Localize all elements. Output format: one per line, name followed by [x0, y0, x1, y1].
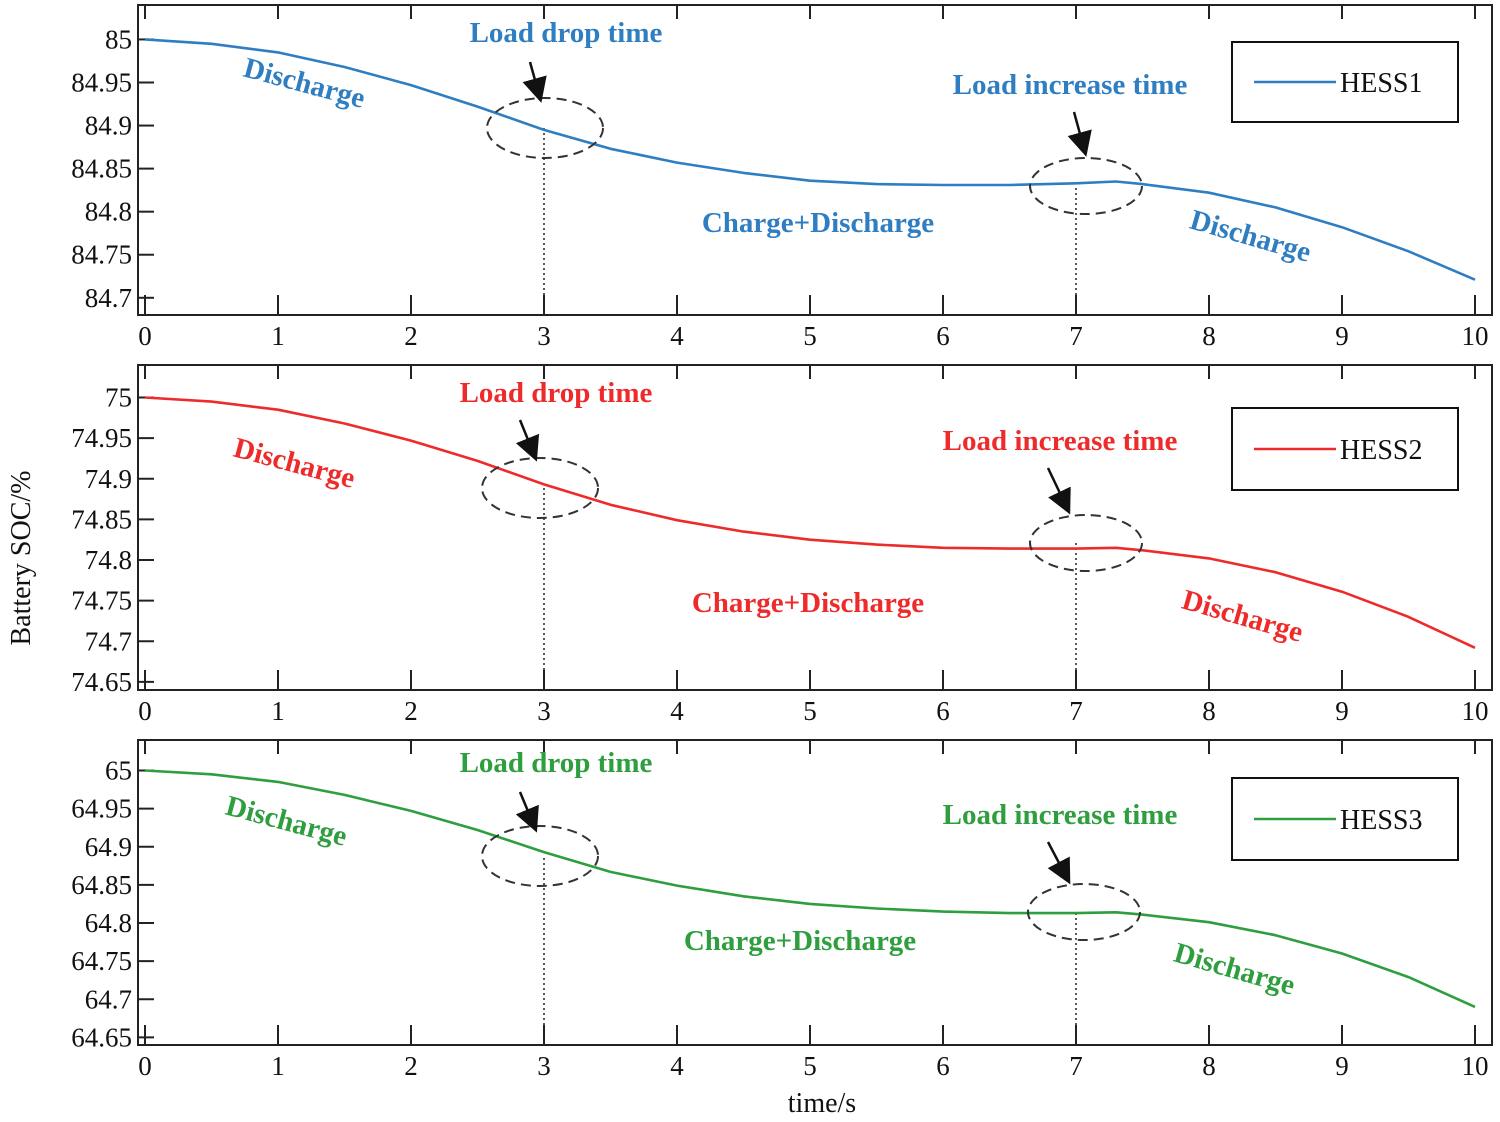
load-increase-label: Load increase time	[943, 425, 1178, 457]
x-tick-label: 4	[670, 1051, 684, 1081]
x-tick-label: 0	[138, 696, 152, 726]
y-tick-label: 74.75	[71, 586, 132, 616]
discharge-label-right: Discharge	[1178, 584, 1306, 649]
x-tick-label: 2	[404, 321, 418, 351]
x-tick-label: 0	[138, 321, 152, 351]
load-drop-arrow	[515, 419, 540, 462]
load-increase-ellipse	[1029, 514, 1143, 572]
panel-hess2: 0 1 2 3 4 5 6 7 8 9 10 75 74.95 74.9 74.85 74.8 74.75 74.…	[71, 364, 1493, 726]
load-increase-arrow	[1067, 111, 1092, 157]
x-tick-label: 5	[803, 1051, 817, 1081]
load-increase-ellipse	[1029, 157, 1143, 215]
y-tick-label: 84.95	[71, 68, 132, 98]
x-tick-label: 8	[1202, 1051, 1216, 1081]
y-tick-label: 64.9	[85, 832, 132, 862]
x-tick-label: 3	[537, 696, 551, 726]
series-line-hess2	[144, 396, 1476, 649]
y-tick-label: 74.95	[71, 423, 132, 453]
x-tick-label: 4	[670, 321, 684, 351]
load-drop-ellipse	[481, 457, 599, 519]
y-tick-label: 84.75	[71, 240, 132, 270]
panel-hess1: 0 1 2 3 4 5 6 7 8 9 10 85 84.95 84.9 84.85 84.8 84.75 84.…	[71, 4, 1493, 351]
discharge-label-left: Discharge	[222, 790, 350, 853]
load-drop-arrow	[515, 791, 539, 833]
load-drop-ellipse	[481, 825, 599, 887]
y-tick-label: 64.7	[85, 984, 132, 1014]
y-tick-label: 64.65	[71, 1022, 132, 1052]
x-tick-label: 7	[1069, 1051, 1083, 1081]
x-tick-label: 1	[271, 1051, 285, 1081]
x-tick-label: 6	[936, 1051, 950, 1081]
legend-label: HESS2	[1340, 435, 1422, 466]
load-drop-label: Load drop time	[460, 377, 653, 409]
y-tick-label: 74.65	[71, 667, 132, 697]
load-drop-label: Load drop time	[470, 17, 663, 49]
x-tick-label: 6	[936, 696, 950, 726]
charge-discharge-label: Charge+Discharge	[684, 925, 916, 957]
discharge-label-left: Discharge	[240, 52, 368, 115]
x-tick-label: 7	[1069, 321, 1083, 351]
discharge-label-right: Discharge	[1170, 937, 1298, 1002]
x-tick-label: 2	[404, 1051, 418, 1081]
load-increase-arrow	[1046, 841, 1071, 885]
x-tick-label: 10	[1462, 1051, 1489, 1081]
discharge-label-left: Discharge	[230, 432, 358, 495]
load-drop-arrow	[522, 61, 547, 103]
legend-box	[1231, 41, 1459, 123]
y-tick-label: 85	[105, 24, 132, 54]
panel-hess3: 0 1 2 3 4 5 6 7 8 9 10 65 64.95 64.9 64.85 64.8 64.75 64.…	[71, 739, 1493, 1081]
x-tick-label: 4	[670, 696, 684, 726]
x-tick-label: 9	[1335, 696, 1349, 726]
x-tick-label: 5	[803, 696, 817, 726]
y-tick-label: 75	[105, 383, 132, 413]
x-tick-label: 8	[1202, 321, 1216, 351]
x-tick-label: 3	[537, 1051, 551, 1081]
y-tick-label: 84.7	[85, 283, 132, 313]
y-tick-label: 84.9	[85, 111, 132, 141]
x-tick-label: 5	[803, 321, 817, 351]
charge-discharge-label: Charge+Discharge	[702, 207, 934, 239]
plot-frame	[137, 364, 1493, 691]
x-tick-label: 10	[1462, 696, 1489, 726]
y-tick-label: 64.85	[71, 870, 132, 900]
x-tick-label: 8	[1202, 696, 1216, 726]
series-line-hess1	[144, 38, 1476, 281]
load-increase-ellipse	[1027, 883, 1141, 941]
plot-frame	[137, 4, 1493, 316]
x-tick-label: 2	[404, 696, 418, 726]
y-tick-label: 74.9	[85, 464, 132, 494]
y-tick-label: 84.8	[85, 197, 132, 227]
load-increase-arrow	[1046, 467, 1071, 515]
load-increase-label: Load increase time	[943, 799, 1178, 831]
x-tick-label: 3	[537, 321, 551, 351]
y-tick-label: 74.8	[85, 545, 132, 575]
x-tick-label: 6	[936, 321, 950, 351]
series-line-hess3	[144, 769, 1476, 1009]
x-tick-label: 7	[1069, 696, 1083, 726]
load-drop-ellipse	[486, 97, 604, 159]
x-tick-label: 10	[1462, 321, 1489, 351]
legend-label: HESS1	[1340, 68, 1422, 99]
y-tick-label: 64.95	[71, 794, 132, 824]
legend-label: HESS3	[1340, 805, 1422, 836]
charge-discharge-label: Charge+Discharge	[692, 587, 924, 619]
x-tick-label: 9	[1335, 1051, 1349, 1081]
plot-frame	[137, 739, 1493, 1046]
y-tick-label: 65	[105, 756, 132, 786]
y-tick-label: 64.75	[71, 946, 132, 976]
y-tick-label: 74.85	[71, 504, 132, 534]
x-axis-label: time/s	[788, 1088, 856, 1117]
x-tick-label: 9	[1335, 321, 1349, 351]
y-tick-label: 64.8	[85, 908, 132, 938]
load-drop-label: Load drop time	[460, 747, 653, 779]
x-tick-label: 1	[271, 696, 285, 726]
x-tick-label: 0	[138, 1051, 152, 1081]
load-increase-label: Load increase time	[953, 69, 1188, 101]
x-tick-label: 1	[271, 321, 285, 351]
y-tick-label: 74.7	[85, 626, 132, 656]
y-axis-label: Battery SOC/%	[6, 471, 37, 646]
y-tick-label: 84.85	[71, 154, 132, 184]
